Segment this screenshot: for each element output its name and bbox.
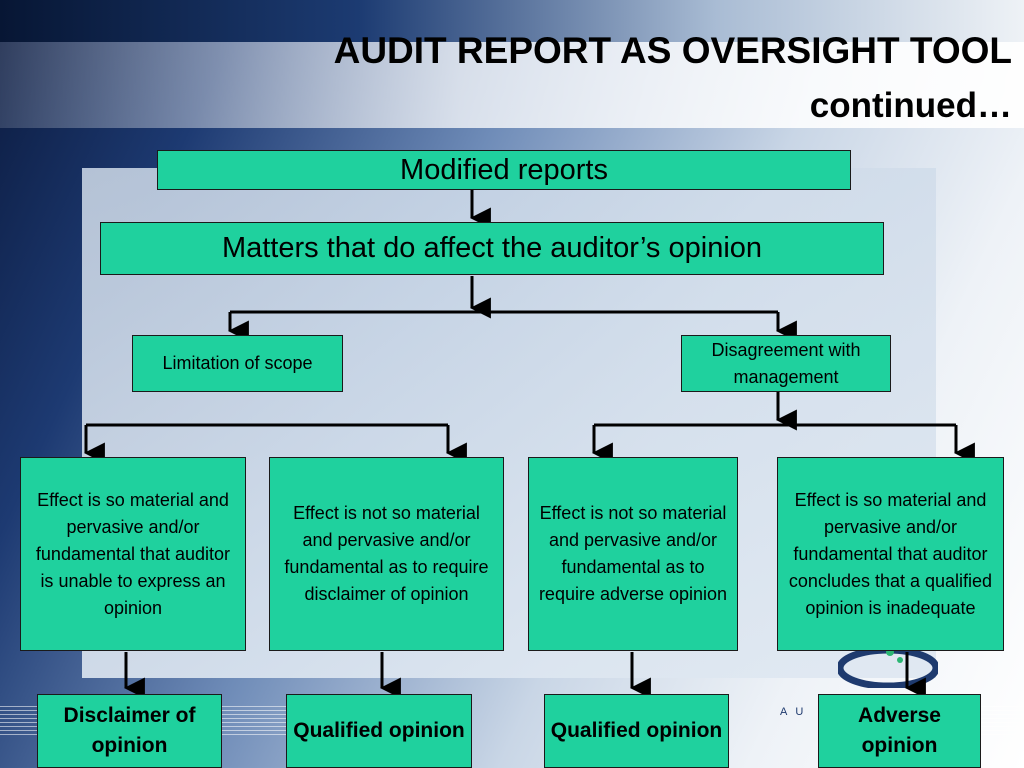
result-node-2: Qualified opinion	[286, 694, 472, 768]
result-label: Qualified opinion	[293, 719, 465, 742]
effect-node-2: Effect is not so material and pervasive …	[269, 457, 504, 651]
branch-node-disagreement: Disagreement with management	[681, 335, 891, 392]
effect-label: Effect is so material and pervasive and/…	[788, 489, 993, 618]
level2-node: Matters that do affect the auditor’s opi…	[100, 222, 884, 275]
result-node-4: Adverse opinion	[818, 694, 981, 768]
effect-node-4: Effect is so material and pervasive and/…	[777, 457, 1004, 651]
result-node-3: Qualified opinion	[544, 694, 729, 768]
result-label: Adverse opinion	[858, 704, 941, 757]
slide-subtitle: continued…	[809, 86, 1012, 125]
effect-label: Effect is not so material and pervasive …	[538, 503, 728, 604]
branch-label: Limitation of scope	[162, 353, 313, 373]
effect-label: Effect is not so material and pervasive …	[284, 503, 489, 604]
result-node-1: Disclaimer of opinion	[37, 694, 222, 768]
root-node-label: Modified reports	[400, 153, 608, 186]
branch-label: Disagreement with management	[711, 339, 861, 387]
level2-node-label: Matters that do affect the auditor’s opi…	[221, 232, 763, 264]
result-label: Qualified opinion	[550, 719, 723, 742]
root-node: Modified reports	[157, 150, 851, 190]
header-band	[0, 0, 1024, 42]
result-label: Disclaimer of opinion	[63, 704, 196, 757]
slide-title: AUDIT REPORT AS OVERSIGHT TOOL	[333, 30, 1012, 71]
title-band	[0, 42, 1024, 128]
effect-node-3: Effect is not so material and pervasive …	[528, 457, 738, 651]
effect-label: Effect is so material and pervasive and/…	[35, 489, 231, 618]
effect-node-1: Effect is so material and pervasive and/…	[20, 457, 246, 651]
branch-node-limitation: Limitation of scope	[132, 335, 343, 392]
